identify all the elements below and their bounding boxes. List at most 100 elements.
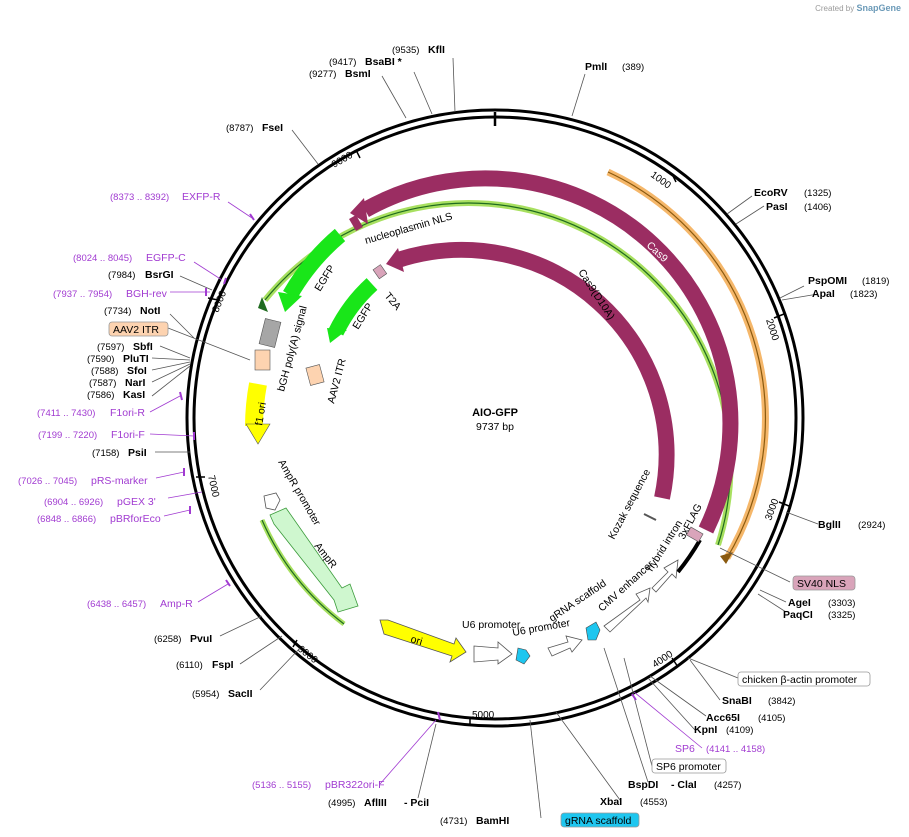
hybrid-intron-label: hybrid intron [644, 518, 685, 573]
primer-amp-r[interactable]: Amp-R [160, 598, 193, 610]
watermark-prefix: Created by [815, 4, 855, 13]
site-bsmi-pos: (9277) [309, 69, 336, 80]
primer-egfp-c-pos: (8024 .. 8045) [73, 253, 132, 264]
primer-f1ori-f[interactable]: F1ori-F [111, 429, 145, 441]
aav2-itr-block-left [254, 349, 271, 371]
primer-labels: (8373 .. 8392) EXFP-R (8024 .. 8045) EGF… [18, 191, 765, 791]
site-kfli-pos: (9535) [392, 45, 419, 56]
f1-ori-head [245, 423, 271, 445]
primer-f1ori-r-pos: (7411 .. 7430) [37, 408, 95, 419]
primer-sp6[interactable]: SP6 [675, 743, 695, 755]
site-pspomi[interactable]: PspOMI [808, 275, 847, 287]
sv40-nls-box-label: SV40 NLS [797, 578, 846, 590]
site-kfli[interactable]: KflI [428, 44, 445, 56]
site-leader-lines [151, 57, 819, 819]
site-labels: PmlI (389) (9535) KflI (9417) BsaBI * (9… [87, 44, 889, 827]
kozak-mark [643, 513, 657, 521]
site-sacii[interactable]: SacII [228, 688, 253, 700]
tick-2000: 2000 [763, 318, 780, 343]
site-bamhi-pos: (4731) [440, 816, 467, 827]
site-apai[interactable]: ApaI [812, 288, 835, 300]
primer-egfp-c[interactable]: EGFP-C [146, 252, 186, 264]
boxed-feature-labels: AAV2 ITR SV40 NLS chicken β-actin promot… [108, 321, 871, 828]
chicken-actin-promoter-box-label: chicken β-actin promoter [742, 674, 858, 686]
site-kasi[interactable]: KasI [123, 389, 145, 401]
site-bsabi-pos: (9417) [329, 57, 356, 68]
site-fspi[interactable]: FspI [212, 659, 234, 671]
site-bsabi[interactable]: BsaBI * [365, 56, 403, 68]
primer-exfp-r-pos: (8373 .. 8392) [110, 192, 169, 203]
primer-pbr322ori-f[interactable]: pBR322ori-F [325, 779, 385, 791]
f1-ori-label: f1 ori [253, 401, 269, 426]
ampr-promoter-shape [263, 492, 281, 511]
u6-promoter-1-label: U6 promoter [462, 619, 521, 631]
sv40-nls-box[interactable] [792, 575, 856, 591]
site-bspdi[interactable]: BspDI [628, 779, 658, 791]
site-bsmi[interactable]: BsmI [345, 68, 371, 80]
site-pspomi-pos: (1819) [862, 276, 889, 287]
tick-5000: 5000 [472, 710, 495, 721]
site-bsrgi[interactable]: BsrGI [145, 269, 174, 281]
primer-pbrforeco[interactable]: pBRforEco [110, 513, 161, 525]
backbone-outer [185, 108, 805, 728]
site-bglii-pos: (2924) [858, 520, 885, 531]
site-pasi[interactable]: PasI [766, 201, 788, 213]
t2a-label: T2A [382, 290, 404, 312]
site-clai[interactable]: - ClaI [671, 779, 697, 791]
u6-promoter-1-shape [473, 641, 513, 665]
site-apai-pos: (1823) [850, 289, 877, 300]
u6-promoter-2-shape [547, 635, 583, 657]
site-paqci[interactable]: PaqCI [783, 609, 813, 621]
primer-bgh-rev[interactable]: BGH-rev [126, 288, 168, 300]
site-afliii[interactable]: AflIII [364, 797, 387, 809]
site-fsei[interactable]: FseI [262, 122, 283, 134]
site-nari-pos: (7587) [89, 378, 116, 389]
site-pvui[interactable]: PvuI [190, 633, 212, 645]
site-bamhi[interactable]: BamHI [476, 815, 509, 827]
egfp-inner-arc [328, 278, 378, 336]
site-sfoi[interactable]: SfoI [127, 365, 147, 377]
egfp-inner-head [327, 328, 347, 343]
site-snabi[interactable]: SnaBI [722, 695, 752, 707]
site-acc65i-pos: (4105) [758, 713, 785, 724]
site-sbfi-pos: (7597) [97, 342, 124, 353]
site-noti[interactable]: NotI [140, 305, 160, 317]
nucleoplasmin-nls-label: nucleoplasmin NLS [364, 210, 454, 246]
aav2-itr-box-label: AAV2 ITR [113, 324, 159, 336]
site-pvui-pos: (6258) [154, 634, 181, 645]
snapgene-watermark: Created by SnapGene [815, 3, 901, 13]
site-nari[interactable]: NarI [125, 377, 146, 389]
t2a-block [372, 264, 388, 280]
aav2-itr-box[interactable] [108, 321, 169, 337]
aav2-itr-block-inner [305, 364, 325, 386]
chicken-actin-promoter-box[interactable] [737, 671, 871, 687]
site-fsei-pos: (8787) [226, 123, 253, 134]
site-psii[interactable]: PsiI [128, 447, 147, 459]
primer-pgex3-pos: (6904 .. 6926) [44, 497, 103, 508]
site-xbai[interactable]: XbaI [600, 796, 622, 808]
primer-pgex3[interactable]: pGEX 3' [117, 496, 156, 508]
site-kpni[interactable]: KpnI [694, 724, 717, 736]
site-sbfi[interactable]: SbfI [133, 341, 153, 353]
primer-prs-marker[interactable]: pRS-marker [91, 475, 148, 487]
grna-scaffold-box[interactable] [560, 812, 640, 828]
site-pcii[interactable]: - PciI [404, 797, 429, 809]
site-ecorv[interactable]: EcoRV [754, 187, 788, 199]
site-psii-pos: (7158) [92, 448, 119, 459]
site-pmli-pos: (389) [622, 62, 644, 73]
site-pmli[interactable]: PmlI [585, 61, 607, 73]
site-agei-pos: (3303) [828, 598, 855, 609]
site-pluti[interactable]: PluTI [123, 353, 149, 365]
nucleoplasmin-nls-block [349, 214, 363, 232]
primer-prs-marker-pos: (7026 .. 7045) [18, 476, 77, 487]
tick-7000: 7000 [205, 474, 221, 499]
chicken-actin-promoter-shape [651, 559, 679, 593]
sp6-promoter-box[interactable] [651, 758, 727, 774]
primer-f1ori-r[interactable]: F1ori-R [110, 407, 145, 419]
site-agei[interactable]: AgeI [788, 597, 811, 609]
site-bglii[interactable]: BglII [818, 519, 841, 531]
3xflag-block [686, 526, 704, 543]
site-acc65i[interactable]: Acc65I [706, 712, 740, 724]
cas9-d10a-head [386, 248, 404, 272]
primer-exfp-r[interactable]: EXFP-R [182, 191, 221, 203]
